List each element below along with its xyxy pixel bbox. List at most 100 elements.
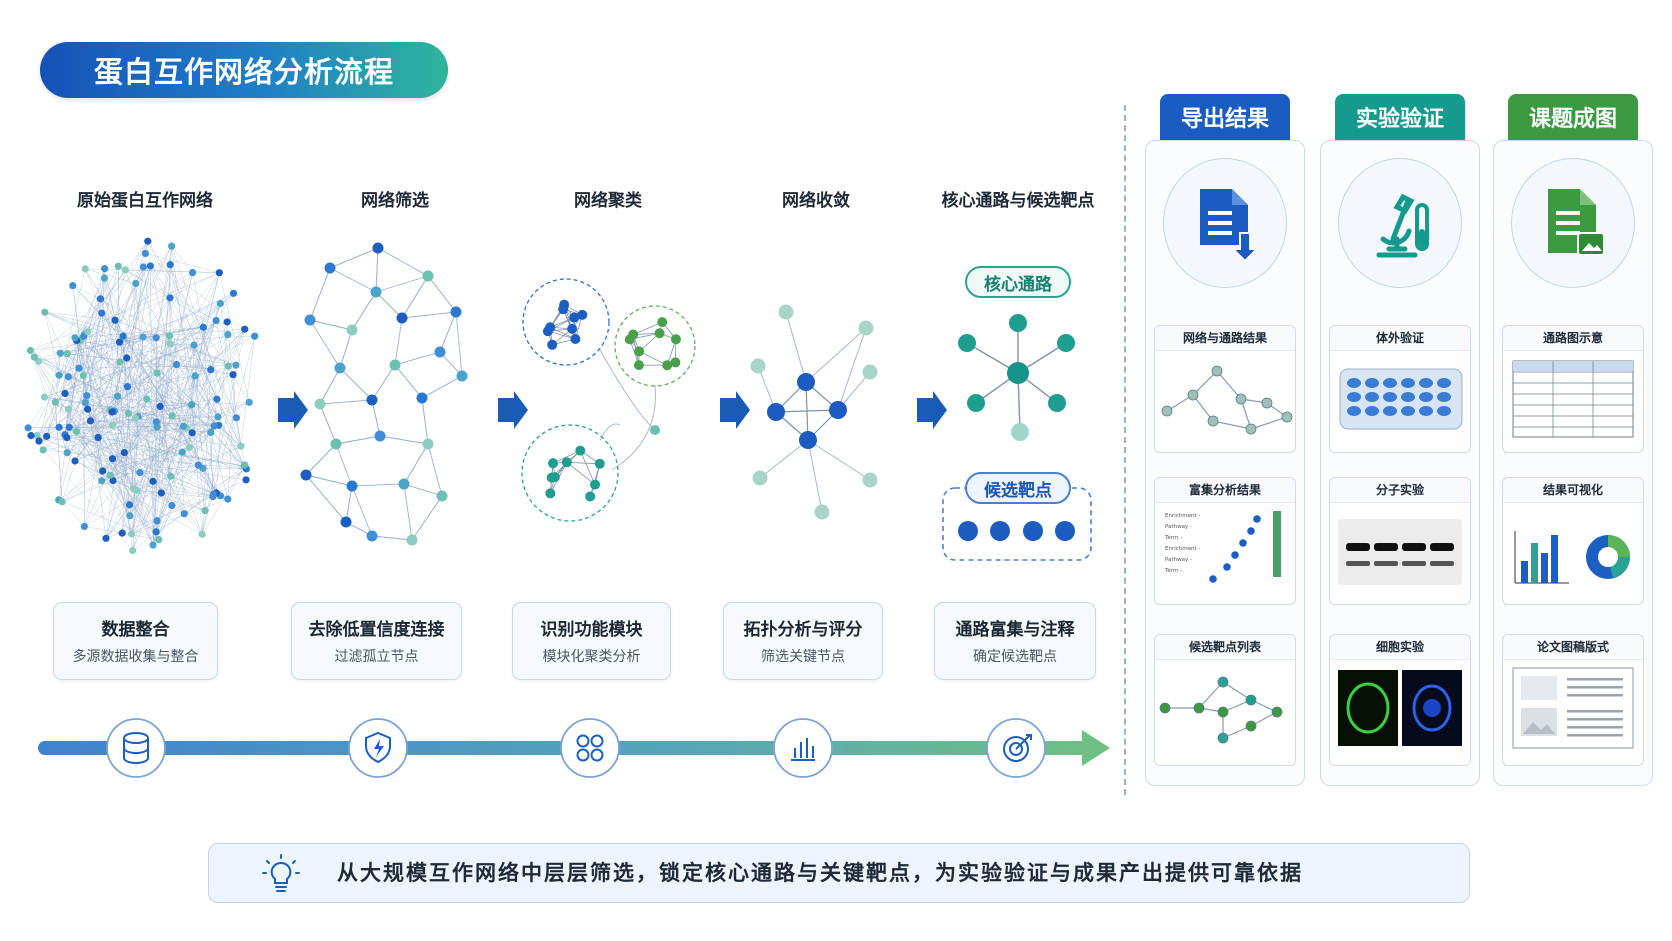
node (814, 504, 830, 520)
edge (394, 364, 423, 399)
node (406, 534, 418, 546)
node (179, 422, 188, 430)
node (108, 455, 117, 463)
node (84, 405, 92, 413)
edge (150, 265, 242, 447)
edge (775, 409, 839, 413)
node (545, 322, 556, 333)
node (213, 395, 221, 403)
node (143, 395, 151, 403)
edge (72, 285, 219, 426)
node (125, 501, 134, 509)
edge (1192, 370, 1218, 396)
bar (1531, 543, 1538, 583)
edge (145, 253, 211, 370)
node (1271, 706, 1283, 718)
node (166, 340, 174, 348)
edge (145, 253, 220, 273)
text-line (1567, 678, 1623, 681)
node (64, 405, 73, 413)
node (224, 362, 232, 370)
node (165, 332, 174, 340)
result-card-label: 论文图稿版式 (1503, 635, 1643, 660)
edge (335, 435, 381, 445)
node (654, 328, 665, 339)
module-ring (614, 305, 696, 387)
node (81, 265, 89, 273)
edge (110, 297, 171, 410)
node (81, 399, 89, 407)
edge (62, 501, 159, 540)
edge (129, 329, 245, 516)
edge (319, 399, 373, 405)
gel-band (1430, 543, 1454, 551)
node (108, 408, 116, 416)
result-card-label: 体外验证 (1330, 326, 1470, 351)
edge (309, 267, 331, 321)
edge (215, 320, 242, 447)
edge (135, 283, 245, 467)
stage-box-subtitle: 多源数据收集与整合 (72, 649, 199, 665)
node (1048, 394, 1066, 412)
enrichment-term: Pathway - (1165, 524, 1192, 530)
enrichment-dot (1231, 551, 1239, 559)
stage-box-subtitle: 确定候选靶点 (973, 649, 1057, 665)
result-card-label: 候选靶点列表 (1155, 635, 1295, 660)
edge (371, 364, 396, 401)
node (1217, 706, 1229, 718)
result-card-thumbnail (1512, 667, 1634, 749)
enrichment-term: Pathway - (1165, 557, 1192, 563)
node (594, 458, 605, 469)
well (1401, 378, 1415, 388)
edge (837, 327, 867, 411)
result-card: 体外验证 (1329, 325, 1471, 453)
node (180, 510, 188, 518)
shield-icon (348, 718, 408, 778)
node (398, 478, 410, 490)
well (1383, 406, 1397, 416)
node (304, 314, 316, 326)
edge (121, 246, 172, 534)
gel-band (1374, 543, 1398, 551)
edge (184, 494, 214, 514)
edge (455, 311, 463, 377)
edge (90, 361, 121, 421)
edge (216, 321, 228, 493)
node (422, 270, 434, 282)
edge (74, 337, 171, 477)
node (75, 364, 83, 372)
node (120, 449, 128, 457)
node (152, 334, 160, 342)
node (63, 350, 71, 358)
edge (84, 268, 102, 314)
stage-title-converge: 网络收敛 (782, 191, 850, 211)
bar (1521, 561, 1528, 583)
edge (236, 417, 245, 466)
process-timeline (38, 718, 1110, 778)
node (152, 528, 160, 536)
node (862, 364, 878, 380)
node (153, 369, 161, 377)
node (232, 361, 240, 369)
stage-box-subtitle: 筛选关键节点 (761, 649, 845, 665)
edge (394, 317, 403, 366)
edge (427, 275, 457, 313)
edge (102, 447, 190, 472)
node (152, 418, 160, 426)
gel-band (1402, 543, 1426, 551)
edge (109, 406, 161, 476)
edge (76, 340, 134, 489)
bar-chart-icon (773, 718, 833, 778)
edge (152, 404, 192, 482)
node (139, 333, 147, 341)
node (43, 432, 51, 440)
text-line (1567, 726, 1623, 729)
edge (87, 409, 154, 546)
node (389, 359, 401, 371)
node (370, 286, 382, 298)
edge (87, 319, 116, 332)
edge (335, 443, 353, 487)
node (172, 361, 181, 369)
enrichment-term: Term - (1164, 535, 1182, 541)
timeline-node (106, 718, 166, 778)
